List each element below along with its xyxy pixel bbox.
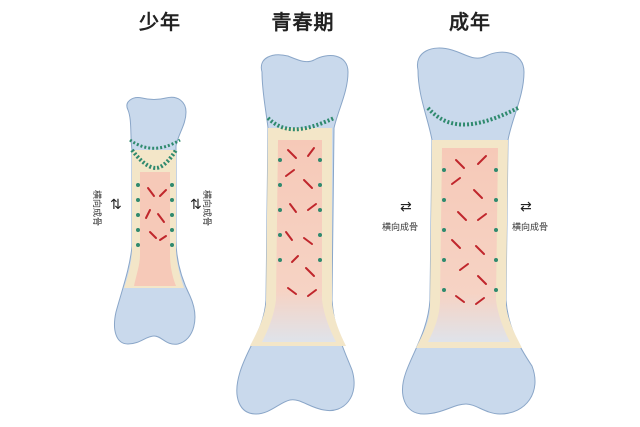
adolescent-side-cells — [278, 158, 322, 262]
child-growth-plate — [130, 148, 178, 171]
child-marrow — [134, 172, 176, 286]
adult-bone — [402, 47, 536, 415]
title-adolescent: 青春期 — [271, 10, 335, 34]
label-transverse-ossification-adult-left: 横向成骨 — [382, 223, 419, 233]
label-transverse-ossification-adult-right: 横向成骨 — [512, 223, 549, 233]
label-transverse-ossification-child-left: 横向成骨 — [91, 190, 101, 227]
arrow-pair-horizontal-icon: ⇄ — [520, 199, 532, 215]
child-bone — [114, 96, 196, 345]
title-adult: 成年 — [449, 10, 491, 34]
adolescent-growth-plate — [266, 116, 335, 132]
child-vessels — [145, 187, 167, 241]
adult-growth-plate — [426, 106, 519, 127]
label-transverse-ossification-child-right: 横向成骨 — [201, 190, 211, 227]
adult-vessels — [451, 155, 487, 305]
adolescent-bone — [236, 54, 355, 415]
adolescent-vessels — [285, 147, 317, 297]
arrow-pair-vertical-icon: ⇅ — [190, 197, 202, 213]
adult-marrow — [428, 148, 510, 342]
child-side-cells — [136, 183, 174, 247]
adult-side-cells — [442, 168, 498, 292]
arrow-pair-horizontal-icon: ⇄ — [400, 199, 412, 215]
child-epiphysis-plate — [129, 138, 181, 150]
arrow-pair-vertical-icon: ⇅ — [110, 197, 122, 213]
title-child: 少年 — [139, 10, 181, 34]
adolescent-marrow — [262, 140, 336, 342]
